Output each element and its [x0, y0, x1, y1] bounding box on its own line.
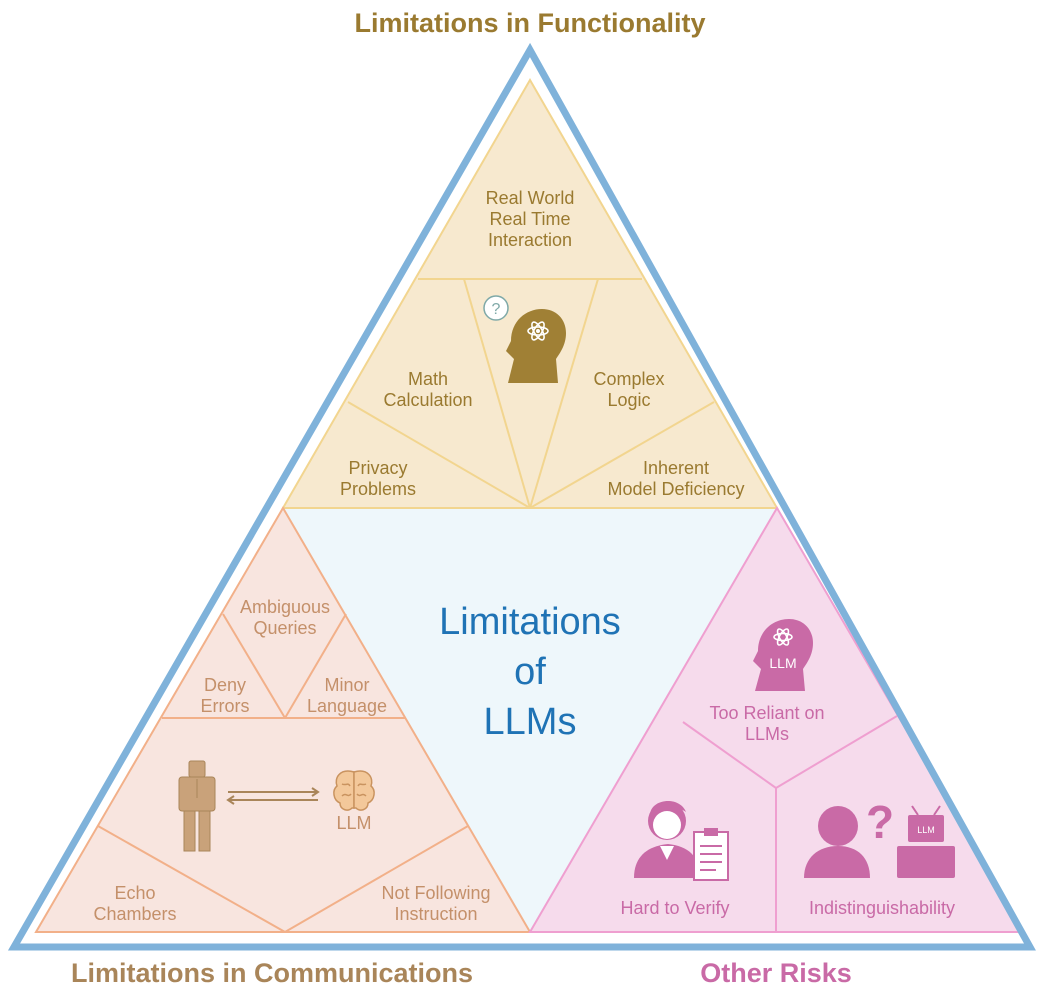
minor-language-label-1: Minor — [324, 675, 369, 695]
echo-label-2: Chambers — [93, 904, 176, 924]
communications-dividers — [34, 506, 532, 933]
ambiguous-label-2: Queries — [253, 618, 316, 638]
question-bubble-icon: ? — [483, 295, 509, 321]
functionality-title: Limitations in Functionality — [355, 8, 706, 38]
ambiguous-label-1: Ambiguous — [240, 597, 330, 617]
brain-icon — [333, 770, 375, 811]
echo-label-1: Echo — [114, 883, 155, 903]
communications-title: Limitations in Communications — [71, 958, 473, 985]
robot-icon: LLM — [897, 805, 955, 878]
llm-brain-label: LLM — [336, 813, 371, 833]
functionality-region — [283, 80, 777, 508]
reliant-label-1: Too Reliant on — [709, 703, 824, 723]
privacy-label-2: Problems — [340, 479, 416, 499]
communications-region — [36, 508, 530, 932]
deny-label-2: Errors — [201, 696, 250, 716]
deny-label-1: Deny — [204, 675, 246, 695]
minor-language-label-2: Language — [307, 696, 387, 716]
math-label-1: Math — [408, 369, 448, 389]
anonymous-person-icon — [804, 806, 870, 878]
person-icon — [178, 760, 216, 852]
complex-logic-label-1: Complex — [593, 369, 664, 389]
real-world-label-2: Real Time — [489, 209, 570, 229]
center-label: Limitations of LLMs — [439, 601, 621, 743]
privacy-label-1: Privacy — [348, 458, 407, 478]
svg-text:?: ? — [492, 301, 501, 318]
head-atom-icon — [506, 309, 566, 383]
not-following-label-2: Instruction — [394, 904, 477, 924]
svg-text:LLM: LLM — [769, 655, 796, 671]
indistinguishability-label: Indistinguishability — [809, 898, 955, 918]
person-clipboard-icon — [634, 800, 729, 881]
center-region — [283, 508, 777, 932]
inherent-label-1: Inherent — [643, 458, 709, 478]
risks-title: Other Risks — [700, 958, 852, 985]
outer-frame — [7, 42, 1036, 951]
real-world-label-1: Real World — [486, 188, 575, 208]
inherent-label-2: Model Deficiency — [607, 479, 744, 499]
risk-head-atom-icon: LLM — [753, 619, 813, 691]
complex-logic-label-2: Logic — [607, 390, 650, 410]
indistinguishability-question-mark: ? — [866, 796, 894, 848]
double-arrow-icon — [226, 787, 320, 805]
center-label-line2: of — [514, 651, 546, 693]
center-label-line3: LLMs — [484, 701, 577, 743]
svg-text:LLM: LLM — [917, 825, 935, 835]
center-label-line1: Limitations — [439, 601, 621, 643]
real-world-label-3: Interaction — [488, 230, 572, 250]
hard-to-verify-label: Hard to Verify — [620, 898, 729, 918]
reliant-label-2: LLMs — [745, 724, 789, 744]
functionality-dividers — [281, 77, 779, 509]
not-following-label-1: Not Following — [381, 883, 490, 903]
math-label-2: Calculation — [383, 390, 472, 410]
